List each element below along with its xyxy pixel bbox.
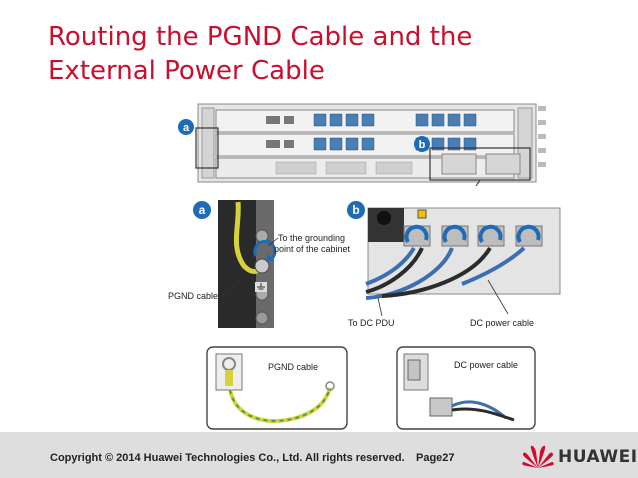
dc-power-cable-inset: DC power cable (396, 346, 536, 430)
marker-a-top (178, 119, 194, 135)
huawei-logo-icon (522, 445, 554, 468)
callout-to-dc-pdu: To DC PDU (348, 318, 395, 328)
title-line-2: External Power Cable (48, 56, 325, 86)
marker-a (193, 201, 211, 219)
title-line-1: Routing the PGND Cable and the (48, 22, 473, 52)
equipment-subrack-figure: a b (178, 103, 546, 186)
marker-b-top (414, 136, 430, 152)
inset-dc-label: DC power cable (454, 360, 518, 370)
copyright-text: Copyright © 2014 Huawei Technologies Co.… (50, 452, 405, 464)
marker-a-label: a (199, 203, 206, 217)
callout-dc-power-cable: DC power cable (470, 318, 534, 328)
pgnd-cable-inset: PGND cable (206, 346, 348, 430)
footer-bar (0, 432, 638, 478)
dc-power-cable-detail-figure: b To DC PDU DC power cable (347, 201, 561, 328)
callout-grounding-line2: point of the cabinet (274, 244, 351, 254)
callout-pgnd-cable: PGND cable (168, 291, 218, 301)
inset-pgnd-label: PGND cable (268, 362, 318, 372)
page-number: Page27 (416, 452, 455, 464)
marker-a-top-label: a (183, 122, 190, 134)
pgnd-cable-detail-figure: a To the grounding point of the cabinet … (168, 200, 351, 328)
slide-title: Routing the PGND Cable and the External … (48, 20, 568, 88)
brand-wordmark: HUAWEI (558, 447, 638, 467)
marker-b-label: b (352, 203, 359, 217)
callout-grounding-line1: To the grounding (278, 233, 345, 243)
marker-b-top-label: b (419, 139, 426, 151)
marker-b (347, 201, 365, 219)
